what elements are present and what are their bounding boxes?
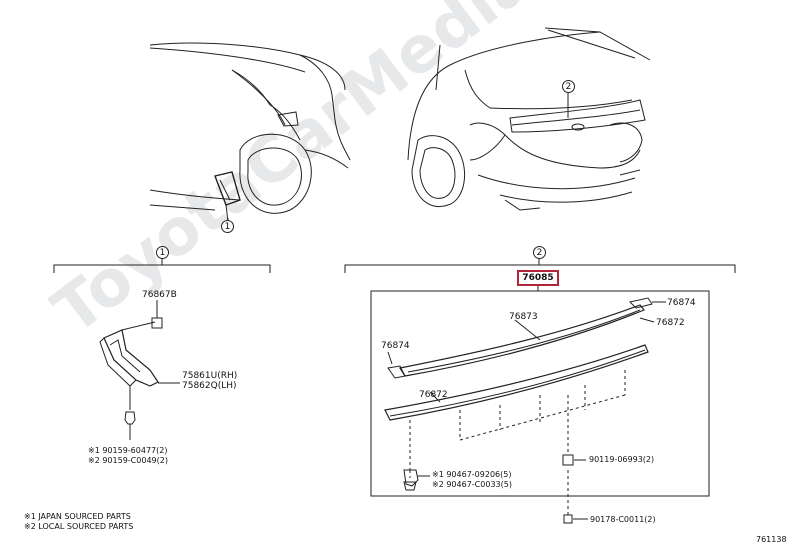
car-side-view [149,42,351,223]
callout-1-section: 1 [156,246,169,259]
part-number-75861U[interactable]: 75861U(RH) [182,371,238,381]
part-number-76085[interactable]: 76085 [517,270,559,286]
part-number-90159-60477[interactable]: ※1 90159-60477(2) [88,446,168,455]
part-number-90467-09206[interactable]: ※1 90467-09206(5) [432,470,512,479]
callout-1-car[interactable]: 1 [221,220,234,233]
part-number-76874-left[interactable]: 76874 [381,341,410,351]
car-rear-view [407,27,651,211]
part-number-76874-right[interactable]: 76874 [667,298,696,308]
part-number-90119-06993[interactable]: 90119-06993(2) [589,455,655,464]
part-number-76867B[interactable]: 76867B [142,290,177,300]
callout-2-section: 2 [533,246,546,259]
bracket-part [99,300,180,440]
part-number-90159-C0049[interactable]: ※2 90159-C0049(2) [88,456,168,465]
part-number-75862Q[interactable]: 75862Q(LH) [182,381,237,391]
diagram-id: 761138 [756,535,787,544]
legend-local-sourced: ※2 LOCAL SOURCED PARTS [24,522,134,531]
part-number-76872-right[interactable]: 76872 [656,318,685,328]
part-number-76873[interactable]: 76873 [509,312,538,322]
spoiler-part [384,297,666,524]
callout-2-car[interactable]: 2 [562,80,575,93]
part-number-76872-left[interactable]: 76872 [419,390,448,400]
part-number-90178-C0011[interactable]: 90178-C0011(2) [590,515,656,524]
legend-japan-sourced: ※1 JAPAN SOURCED PARTS [24,512,131,521]
part-number-90467-C0033[interactable]: ※2 90467-C0033(5) [432,480,512,489]
